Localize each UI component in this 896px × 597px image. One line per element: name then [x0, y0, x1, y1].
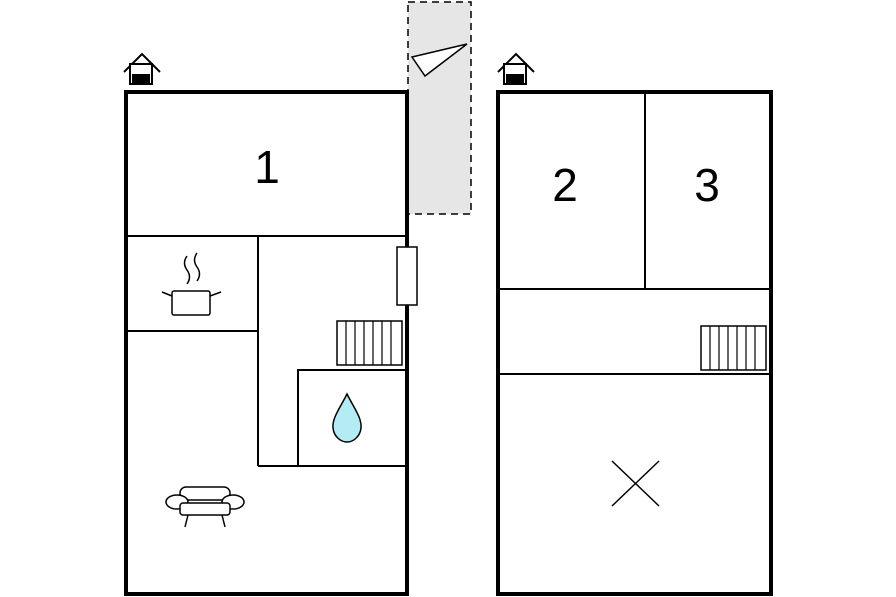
staircase-icon: [336, 320, 403, 366]
upper-floor-walls: [496, 90, 773, 596]
kitchen-pot-icon: [161, 252, 222, 316]
void-cross-icon: [611, 460, 660, 507]
house-floor-icon: [497, 52, 535, 85]
ground-floor: 1: [123, 52, 418, 596]
staircase-icon: [700, 325, 767, 371]
room-1-label: 1: [254, 141, 280, 193]
sunshade-icon: [410, 43, 468, 78]
ground-floor-walls: [124, 90, 409, 596]
sofa-icon: [165, 486, 245, 528]
upper-floor: 2 3: [496, 52, 773, 596]
house-floor-icon: [123, 52, 161, 85]
room-2-label: 2: [552, 159, 578, 211]
room-3-label: 3: [694, 159, 720, 211]
bathroom-drop-icon: [332, 392, 362, 443]
terrace: [407, 1, 472, 215]
door-icon: [396, 246, 418, 306]
